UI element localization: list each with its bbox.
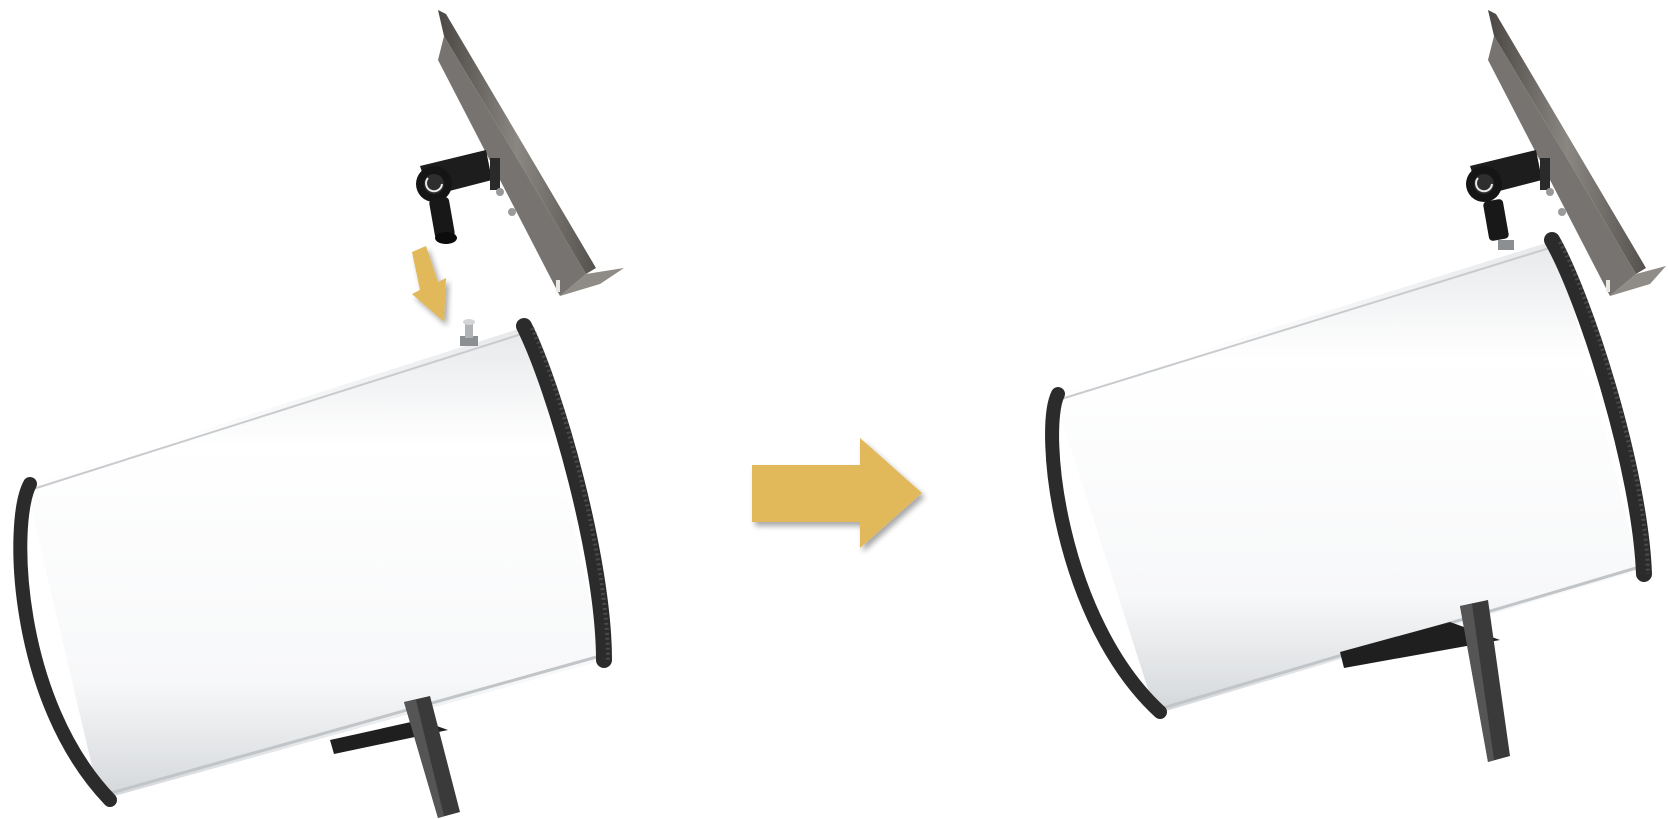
down-arrow-icon	[412, 246, 446, 322]
bracket-plate	[438, 10, 596, 274]
mounting-bolt	[460, 319, 478, 346]
speaker-body	[26, 326, 604, 800]
step-after	[1052, 10, 1666, 762]
speaker-right	[1052, 240, 1648, 762]
step-before	[20, 10, 624, 818]
speaker-left	[20, 319, 608, 818]
wall-bracket-left	[416, 10, 624, 296]
right-arrow-icon	[752, 438, 922, 548]
bracket-plate	[1488, 10, 1646, 274]
